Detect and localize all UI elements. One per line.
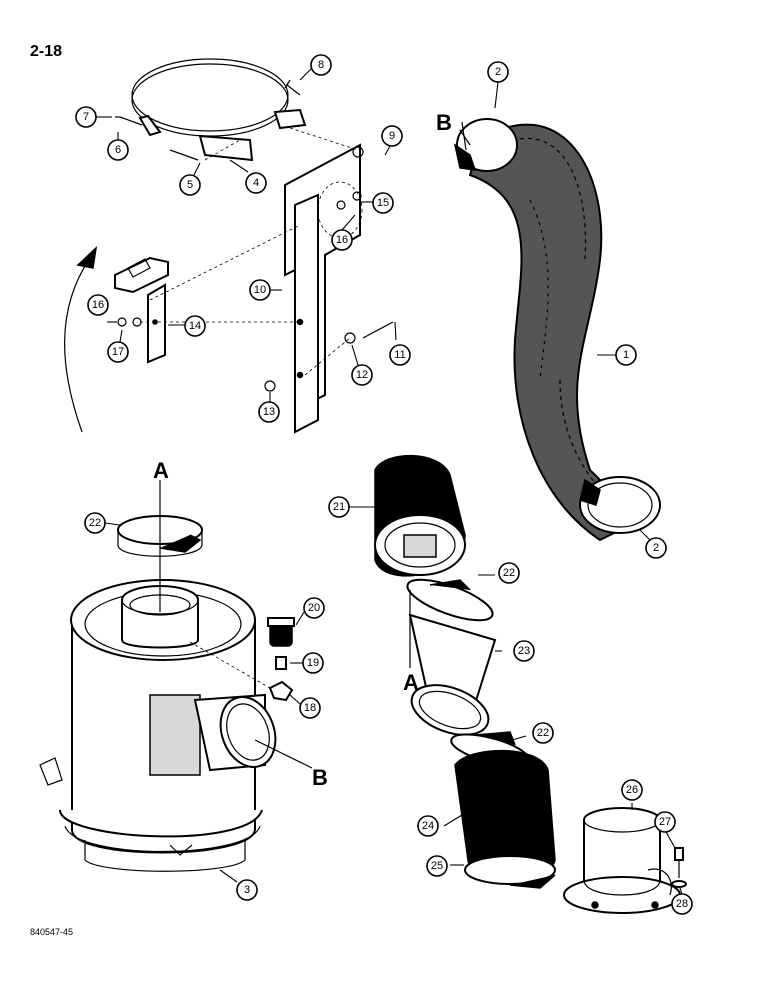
svg-text:5: 5: [187, 179, 193, 191]
connector-tube: [408, 613, 497, 736]
callout-8: 8: [310, 54, 332, 76]
svg-text:6: 6: [115, 144, 121, 156]
callout-13: 13: [258, 401, 280, 423]
callout-7: 7: [75, 106, 97, 128]
svg-text:9: 9: [389, 130, 395, 142]
mounting-band: [119, 58, 307, 162]
ref-letter-b: B: [312, 765, 328, 790]
svg-text:3: 3: [244, 884, 250, 896]
clamp-hose-bottom: [464, 855, 556, 889]
svg-text:26: 26: [626, 784, 638, 796]
callout-10: 10: [249, 279, 271, 301]
callout-26: 26: [621, 779, 643, 801]
svg-text:10: 10: [254, 284, 266, 296]
alignment-lines: [140, 127, 359, 376]
svg-text:14: 14: [189, 320, 201, 332]
callout-22: 22: [498, 562, 520, 584]
callout-28: 28: [671, 893, 693, 915]
callout-16: 16: [331, 229, 353, 251]
callout-3: 3: [236, 879, 258, 901]
callout-1: 1: [615, 344, 637, 366]
svg-text:24: 24: [422, 820, 434, 832]
figure-reference: 840547-45: [30, 927, 73, 937]
svg-text:15: 15: [377, 197, 389, 209]
svg-text:11: 11: [394, 349, 405, 361]
svg-text:27: 27: [659, 816, 671, 828]
callout-9: 9: [381, 125, 403, 147]
callout-6: 6: [107, 139, 129, 161]
svg-text:2: 2: [653, 542, 659, 554]
svg-text:7: 7: [83, 111, 89, 123]
intake-elbow: [374, 454, 466, 577]
svg-text:2: 2: [495, 66, 501, 78]
svg-text:17: 17: [112, 346, 124, 358]
callout-11: 11: [389, 344, 411, 366]
svg-text:22: 22: [503, 567, 515, 579]
callout-14: 14: [184, 315, 206, 337]
callout-2: 2: [645, 537, 667, 559]
svg-text:25: 25: [431, 860, 443, 872]
svg-text:19: 19: [307, 657, 319, 669]
svg-text:1: 1: [623, 349, 629, 361]
callout-20: 20: [303, 597, 325, 619]
bolt-and-washer: [671, 847, 687, 888]
vacuator-fittings: [189, 617, 295, 702]
callout-19: 19: [302, 652, 324, 674]
callout-22: 22: [532, 722, 554, 744]
ref-letter-a: A: [153, 458, 169, 483]
svg-text:21: 21: [333, 501, 345, 513]
callout-17: 17: [107, 341, 129, 363]
ref-letter-a: A: [403, 670, 419, 695]
callout-15: 15: [372, 192, 394, 214]
callout-12: 12: [351, 364, 373, 386]
svg-text:4: 4: [253, 177, 259, 189]
flexible-hose: [453, 118, 661, 542]
callout-21: 21: [328, 496, 350, 518]
svg-text:16: 16: [336, 234, 348, 246]
callout-16: 16: [87, 294, 109, 316]
callout-4: 4: [245, 172, 267, 194]
svg-text:23: 23: [518, 645, 530, 657]
ref-letter-b: B: [436, 110, 452, 135]
svg-text:20: 20: [308, 602, 320, 614]
svg-text:8: 8: [318, 59, 324, 71]
callout-5: 5: [179, 174, 201, 196]
svg-text:22: 22: [89, 517, 101, 529]
callout-2: 2: [487, 61, 509, 83]
direction-arrow: [64, 245, 98, 433]
callout-23: 23: [513, 640, 535, 662]
reference-lines: [159, 121, 467, 769]
clamp-elbow: [406, 578, 494, 622]
bracket-plate: [284, 143, 363, 434]
svg-text:12: 12: [356, 369, 368, 381]
adapter: [563, 807, 681, 914]
svg-text:22: 22: [537, 727, 549, 739]
svg-text:13: 13: [263, 406, 275, 418]
air-cleaner: [39, 579, 277, 872]
callout-22: 22: [84, 512, 106, 534]
svg-text:16: 16: [92, 299, 104, 311]
svg-text:18: 18: [304, 702, 316, 714]
callout-25: 25: [426, 855, 448, 877]
page-number: 2-18: [30, 43, 62, 60]
svg-text:28: 28: [676, 898, 688, 910]
callout-18: 18: [299, 697, 321, 719]
callout-24: 24: [417, 815, 439, 837]
callout-27: 27: [654, 811, 676, 833]
